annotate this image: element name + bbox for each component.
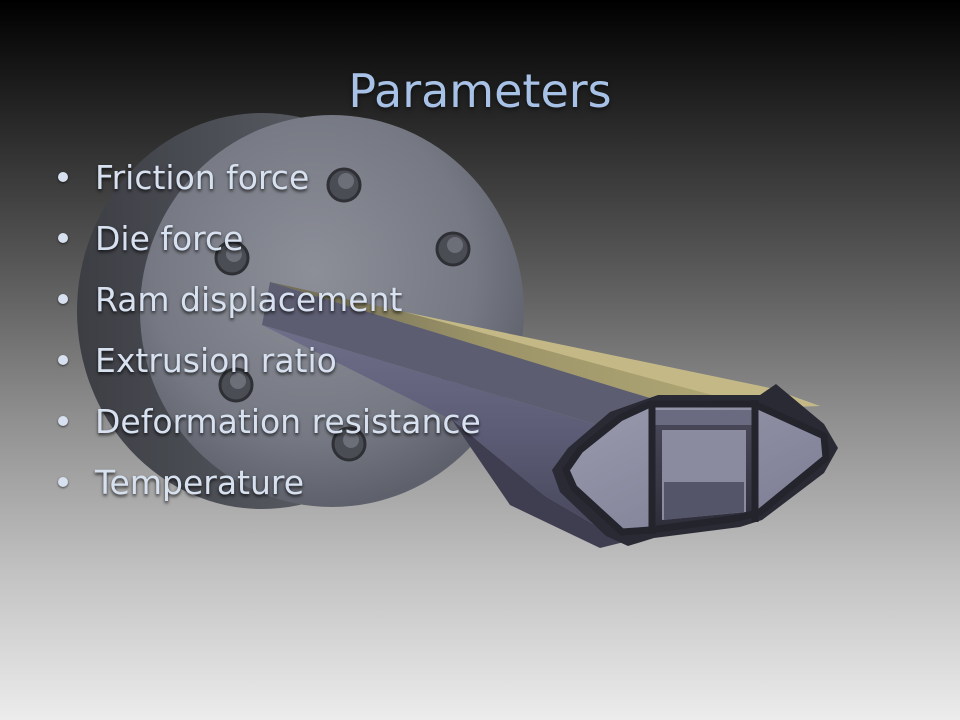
parameter-label: Friction force — [95, 158, 310, 197]
parameter-label: Temperature — [95, 463, 305, 502]
bullet-dot-icon — [58, 355, 68, 365]
bullet-dot-icon — [58, 294, 68, 304]
parameter-label: Extrusion ratio — [95, 341, 337, 380]
parameter-label: Ram displacement — [95, 280, 403, 319]
parameter-label: Deformation resistance — [95, 402, 481, 441]
bullet-dot-icon — [58, 233, 68, 243]
bullet-dot-icon — [58, 477, 68, 487]
parameter-label: Die force — [95, 219, 244, 258]
slide-title: Parameters — [348, 64, 612, 118]
extruded-profile — [262, 282, 838, 548]
bullet-dot-icon — [58, 416, 68, 426]
bullet-dot-icon — [58, 172, 68, 182]
